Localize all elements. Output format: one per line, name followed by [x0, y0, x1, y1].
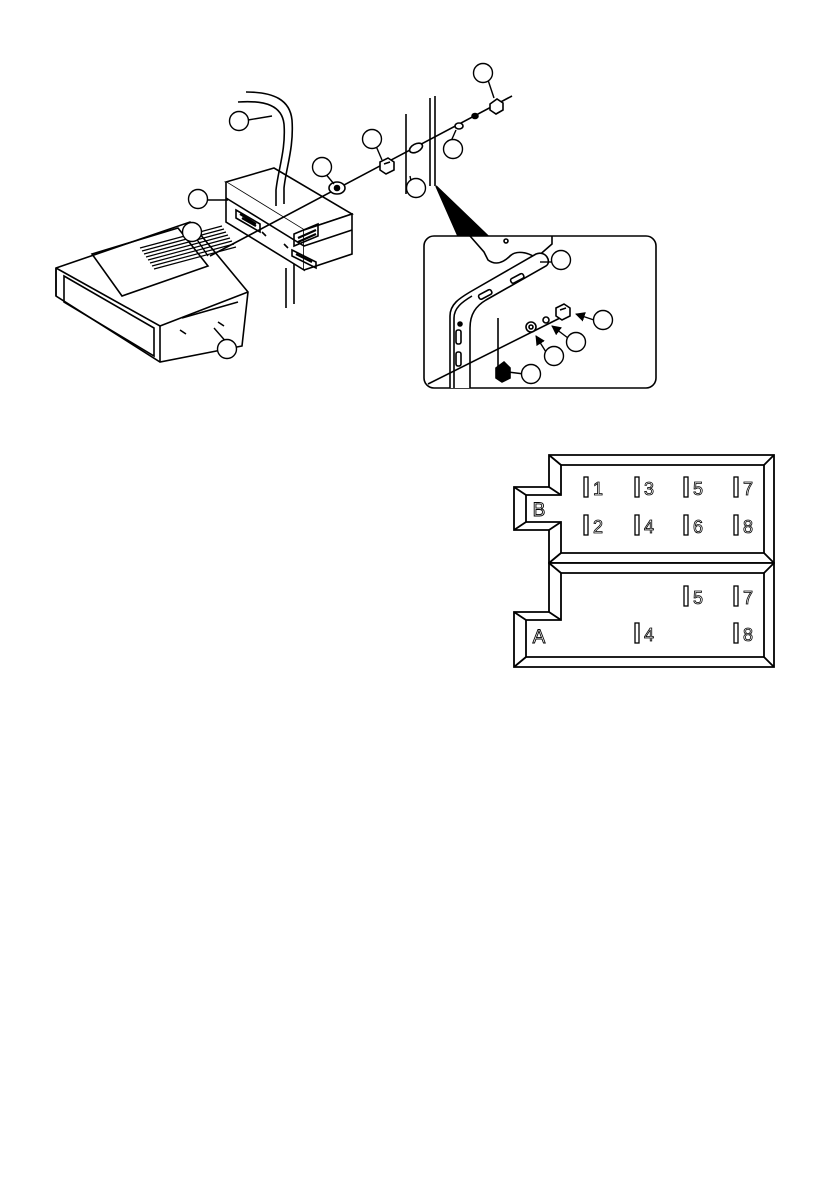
callout-marker — [363, 130, 382, 149]
pin-number: 5 — [693, 588, 703, 608]
pin-number: 7 — [743, 479, 753, 499]
pin-number: 1 — [593, 479, 603, 499]
pin: 4 — [635, 515, 654, 537]
pin: 6 — [684, 515, 703, 537]
pin: 7 — [734, 586, 753, 608]
pin: 4 — [635, 623, 654, 645]
pin: 1 — [584, 477, 603, 499]
pin-number: 5 — [693, 479, 703, 499]
pin-number: 3 — [644, 479, 654, 499]
pin: 5 — [684, 586, 703, 608]
callout-marker — [545, 347, 564, 366]
pin-number: 7 — [743, 588, 753, 608]
callout-marker — [230, 112, 249, 131]
pin-number: 4 — [644, 517, 654, 537]
pin-number: 4 — [644, 625, 654, 645]
installation-diagram — [56, 64, 656, 389]
block-a-label: A — [533, 627, 546, 648]
pin-number: 6 — [693, 517, 703, 537]
callout-marker — [218, 340, 237, 359]
callout-marker — [522, 365, 541, 384]
callout-marker — [552, 251, 571, 270]
callout-marker — [474, 64, 493, 83]
connector-diagram: B A 1 3 5 7 2 4 6 8 — [514, 455, 774, 667]
callout-marker — [407, 179, 426, 198]
pin: 7 — [734, 477, 753, 499]
callout-marker — [567, 333, 586, 352]
callout-marker — [189, 190, 208, 209]
pin-number: 8 — [743, 625, 753, 645]
callout-marker — [183, 223, 202, 242]
pin: 3 — [635, 477, 654, 499]
callout-marker — [594, 311, 613, 330]
detail-inset — [424, 236, 656, 388]
connector-block-b: B — [514, 455, 774, 563]
block-b-label: B — [533, 500, 546, 521]
pin-number: 2 — [593, 517, 603, 537]
callout-marker — [313, 158, 332, 177]
pin: 8 — [734, 515, 753, 537]
pin-number: 8 — [743, 517, 753, 537]
pin: 2 — [584, 515, 603, 537]
pin: 8 — [734, 623, 753, 645]
head-unit — [56, 222, 248, 362]
callout-marker — [444, 140, 463, 159]
detail-pointer — [436, 186, 488, 236]
connector-block-a: A — [514, 563, 774, 667]
pin: 5 — [684, 477, 703, 499]
